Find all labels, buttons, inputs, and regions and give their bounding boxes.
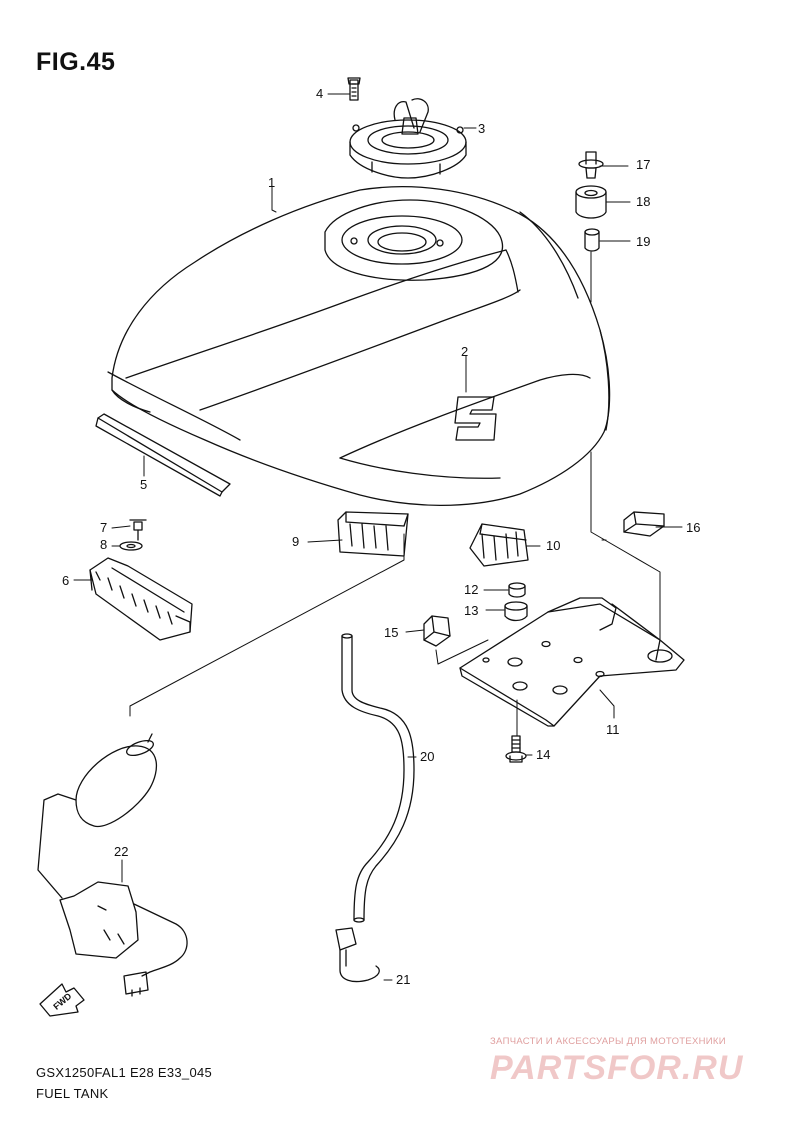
- fuel-sender-part: [37, 733, 188, 997]
- grommet-13-part: [504, 601, 528, 622]
- callout-16: 16: [686, 520, 701, 535]
- callout-8: 8: [100, 537, 108, 552]
- model-code: GSX1250FAL1 E28 E33_045: [36, 1065, 213, 1080]
- callout-22: 22: [114, 844, 129, 859]
- cushion-12-part: [508, 582, 526, 598]
- callout-10: 10: [546, 538, 561, 553]
- callout-4: 4: [316, 86, 324, 101]
- callout-19: 19: [636, 234, 651, 249]
- leader-lines: [73, 93, 683, 981]
- callout-20: 20: [420, 749, 435, 764]
- callout-6: 6: [62, 573, 70, 588]
- bolt-17-part: [578, 151, 604, 179]
- callout-1: 1: [268, 175, 276, 190]
- callout-15: 15: [384, 625, 399, 640]
- fwd-label: FWD: [51, 991, 74, 1012]
- callout-17: 17: [636, 157, 651, 172]
- callout-3: 3: [478, 121, 486, 136]
- emblem-part: [454, 396, 497, 441]
- fuel-tank-part: [107, 186, 611, 506]
- callout-9: 9: [292, 534, 300, 549]
- clip-15-part: [423, 615, 451, 647]
- callout-12: 12: [464, 582, 479, 597]
- figure-title: FIG.45: [36, 48, 116, 76]
- callout-14: 14: [536, 747, 551, 762]
- filler-cap-bolt-part: [347, 77, 361, 101]
- grommet-18-part: [575, 185, 607, 219]
- rear-bracket-part: [89, 557, 193, 641]
- fuel-cap-part: [349, 98, 467, 179]
- callout-11: 11: [606, 722, 620, 737]
- callout-7: 7: [100, 520, 108, 535]
- cushion-9-part: [337, 511, 409, 557]
- breather-hose-part: [341, 633, 415, 923]
- callout-21: 21: [396, 972, 411, 987]
- callout-2: 2: [461, 344, 469, 359]
- seal-strip-part: [95, 413, 231, 497]
- callout-13: 13: [464, 603, 479, 618]
- collar-19-part: [584, 228, 600, 252]
- hose-clamp-part: [335, 927, 380, 983]
- cushion-10-part: [469, 523, 529, 567]
- callout-18: 18: [636, 194, 651, 209]
- watermark-brand: PARTSFOR.RU: [490, 1049, 744, 1087]
- pad-16-part: [623, 511, 665, 537]
- section-name: FUEL TANK: [36, 1086, 109, 1101]
- callout-5: 5: [140, 477, 148, 492]
- fwd-arrow-icon: [39, 983, 85, 1017]
- tank-bracket-plate-part: [459, 597, 685, 727]
- watermark-tagline: ЗАПЧАСТИ И АКСЕССУАРЫ ДЛЯ МОТОТЕХНИКИ: [490, 1036, 726, 1047]
- bolt-14-part: [505, 735, 527, 763]
